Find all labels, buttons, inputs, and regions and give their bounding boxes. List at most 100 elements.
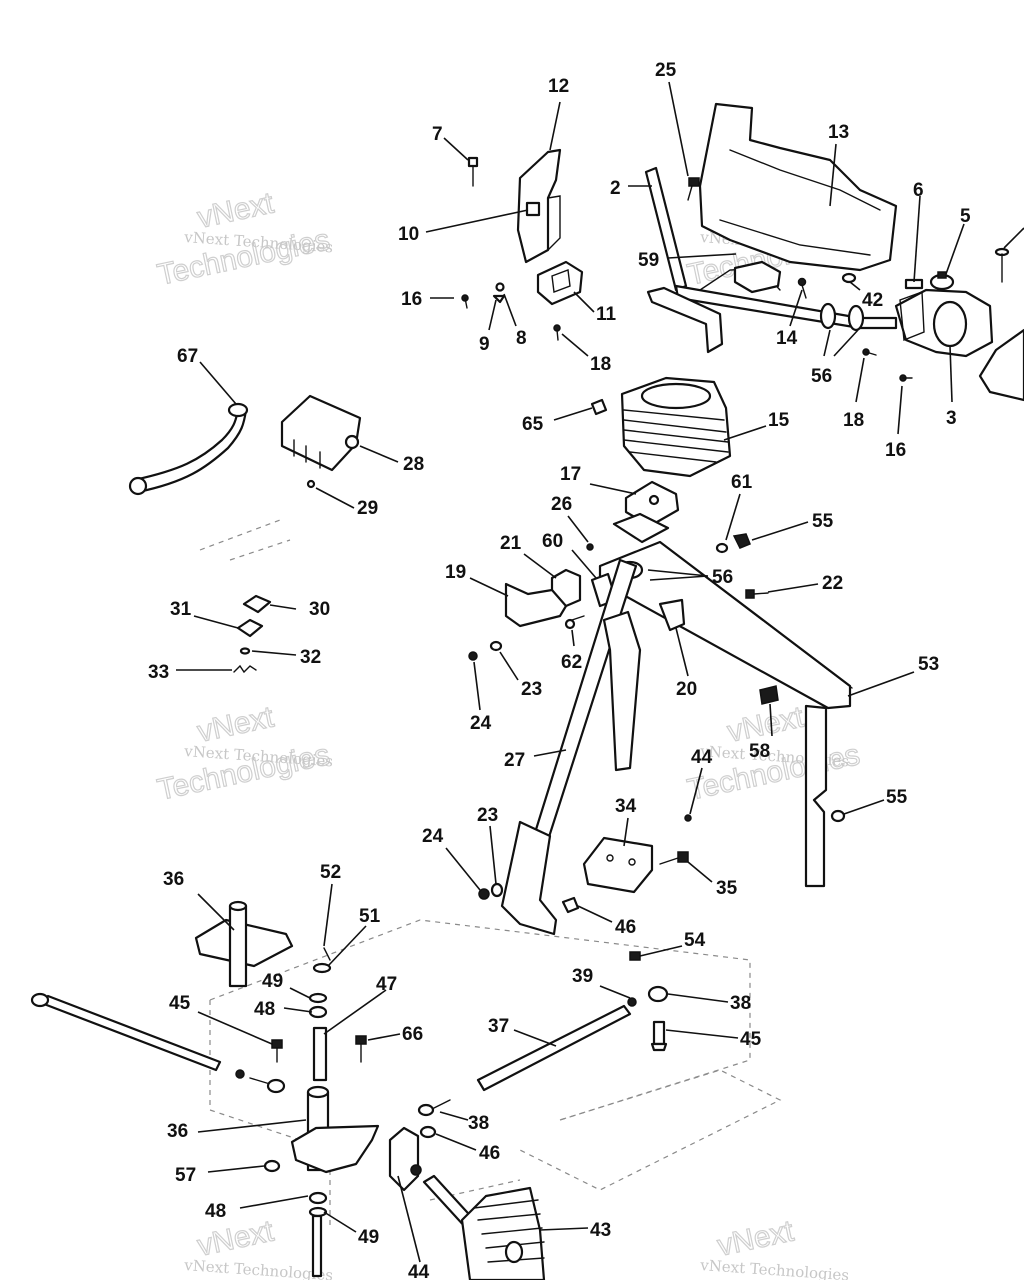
part-28-relay [280,394,362,472]
callout-27: 27 [504,750,525,771]
part-45-bolt [271,1039,283,1063]
callout-56: 56 [811,366,832,387]
part-26-screw [586,543,594,551]
part-27-steering-column [500,558,642,936]
part-42-ring [841,272,857,284]
part-54-screw [629,951,641,961]
callout-44: 44 [408,1262,430,1280]
callout-36: 36 [167,1121,188,1142]
callout-2: 2 [610,178,621,199]
part-25-bolt [687,177,700,201]
watermark-small-text: vNext Technologies [183,1256,334,1280]
part-39-nut [627,997,637,1007]
part-48-nut [308,1005,328,1019]
callout-62: 62 [561,652,582,673]
part-handlebar-bracket [646,286,724,354]
part-24-nut [468,651,478,661]
callout-49: 49 [262,971,283,992]
part-23-washer [490,882,504,898]
callout-22: 22 [822,573,843,594]
part-30-plate [242,594,272,614]
part-61-washer [715,542,729,554]
callout-labels: 7 12 25 13 2 6 5 10 59 16 8 9 11 18 42 1… [148,60,971,1280]
watermark-group: vNext Technologies vNext Technologies vN… [154,186,863,1280]
callout-32: 32 [300,647,321,668]
part-55-nut [732,533,751,549]
watermark-small-text: vNext Technologies [699,1256,850,1280]
part-46-nut [561,896,580,914]
watermark-big-text: vNext [715,1214,798,1262]
callout-16: 16 [401,289,422,310]
part-55-nut [830,809,846,823]
part-44-screw [684,814,692,822]
part-65-pin [590,398,608,416]
callout-20: 20 [676,679,697,700]
callout-6: 6 [913,180,924,201]
part-45-bolt [650,1020,668,1052]
part-18-screw [553,324,561,341]
part-52-pin [323,947,331,961]
callout-51: 51 [359,906,381,927]
watermark-big-text: vNext [195,186,278,234]
part-51-washer [312,962,332,974]
callout-25: 25 [655,60,677,81]
part-24-nut [478,888,490,900]
callout-43: 43 [590,1220,611,1241]
callout-38: 38 [730,993,751,1014]
callout-35: 35 [716,878,738,899]
callout-58: 58 [749,741,770,762]
part-15-shroud [620,376,732,478]
callout-15: 15 [768,410,790,431]
callout-3: 3 [946,408,957,429]
callout-65: 65 [522,414,544,435]
callout-31: 31 [170,599,192,620]
part-47-pin [312,1026,328,1082]
callout-23: 23 [521,679,542,700]
callout-29: 29 [357,498,378,519]
part-32-washer [239,647,251,655]
part-8-clip [495,282,505,292]
callout-37: 37 [488,1016,509,1037]
part-threaded-stud [311,1214,323,1278]
part-48-nut [308,1191,328,1205]
callout-21: 21 [500,533,522,554]
callout-34: 34 [615,796,637,817]
part-49-washer [308,992,328,1004]
part-3-throttle-housing [894,288,994,358]
callout-18: 18 [843,410,864,431]
part-10-clip [525,201,541,217]
part-44-arm [388,1126,422,1192]
callout-59: 59 [638,250,659,271]
callout-26: 26 [551,494,572,515]
callout-44: 44 [691,747,713,768]
part-19-strap [504,582,568,628]
part-13-seat [698,102,898,272]
part-22-bolt [745,589,769,599]
callout-47: 47 [376,974,397,995]
part-34-plate [582,836,654,894]
callout-28: 28 [403,454,424,475]
part-53-frame-bar [598,540,853,888]
callout-5: 5 [960,206,971,227]
callout-49: 49 [358,1227,379,1248]
part-36-spindle-bracket [194,900,294,988]
part-38-rod-end [417,1099,451,1117]
part-43-boot [422,1174,546,1280]
callout-19: 19 [445,562,466,583]
callout-24: 24 [422,826,444,847]
part-31-plate [236,618,264,638]
callout-23: 23 [477,805,498,826]
callout-33: 33 [148,662,169,683]
callout-12: 12 [548,76,569,97]
part-38-rod-end [647,985,669,1003]
callout-54: 54 [684,930,706,951]
part-37-tie-rod [476,1004,632,1092]
callout-48: 48 [205,1201,226,1222]
part-5-cap [929,271,955,291]
part-20-bracket [658,598,686,632]
part-67-hose [128,402,249,496]
leader-lines [176,81,1024,1263]
callout-45: 45 [740,1029,762,1050]
part-66-bolt [355,1035,367,1063]
